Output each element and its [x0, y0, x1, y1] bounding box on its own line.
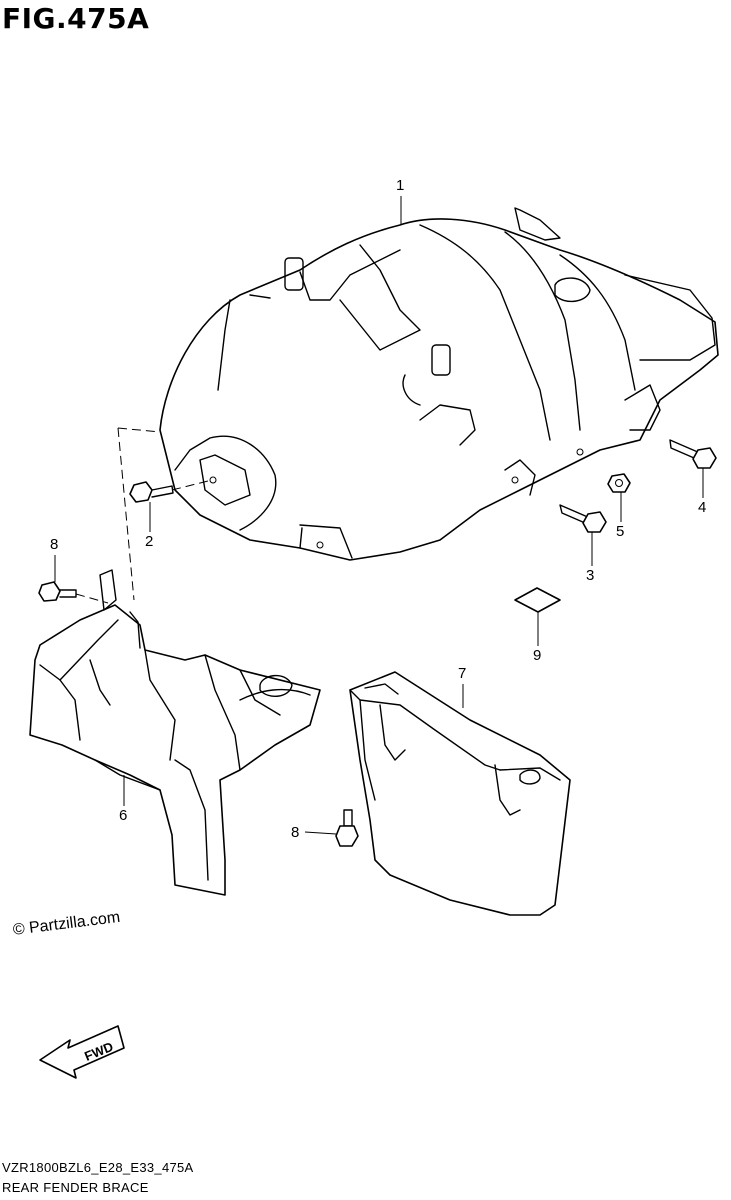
callout-9: 9 [533, 647, 542, 664]
part-8-bolt-upper[interactable] [38, 555, 109, 604]
part-9-pad[interactable] [514, 587, 561, 646]
part-2-bolt[interactable] [129, 479, 213, 532]
callout-5: 5 [616, 523, 625, 540]
callout-7: 7 [458, 665, 467, 682]
figure-name: REAR FENDER BRACE [2, 1180, 149, 1195]
part-8-bolt-lower[interactable] [304, 809, 359, 847]
fwd-arrow: FWD [39, 1025, 125, 1079]
callout-1: 1 [396, 177, 405, 194]
callout-3: 3 [586, 567, 595, 584]
part-3-bolt[interactable] [559, 504, 607, 566]
callout-4: 4 [698, 499, 707, 516]
figure-code: VZR1800BZL6_E28_E33_475A [2, 1160, 194, 1175]
part-5-nut[interactable] [607, 473, 631, 522]
callout-2: 2 [145, 533, 154, 550]
part-4-bolt[interactable] [669, 439, 717, 498]
callout-6: 6 [119, 807, 128, 824]
alignment-lines [117, 427, 161, 601]
part-1-rear-fender[interactable] [159, 207, 719, 561]
part-7-rear-fender-inner[interactable] [349, 671, 571, 916]
figure-title: FIG.475A [2, 2, 150, 35]
part-6-fender-brace[interactable] [29, 569, 321, 896]
callout-8-lower: 8 [291, 824, 300, 841]
callout-8-upper: 8 [50, 536, 59, 553]
